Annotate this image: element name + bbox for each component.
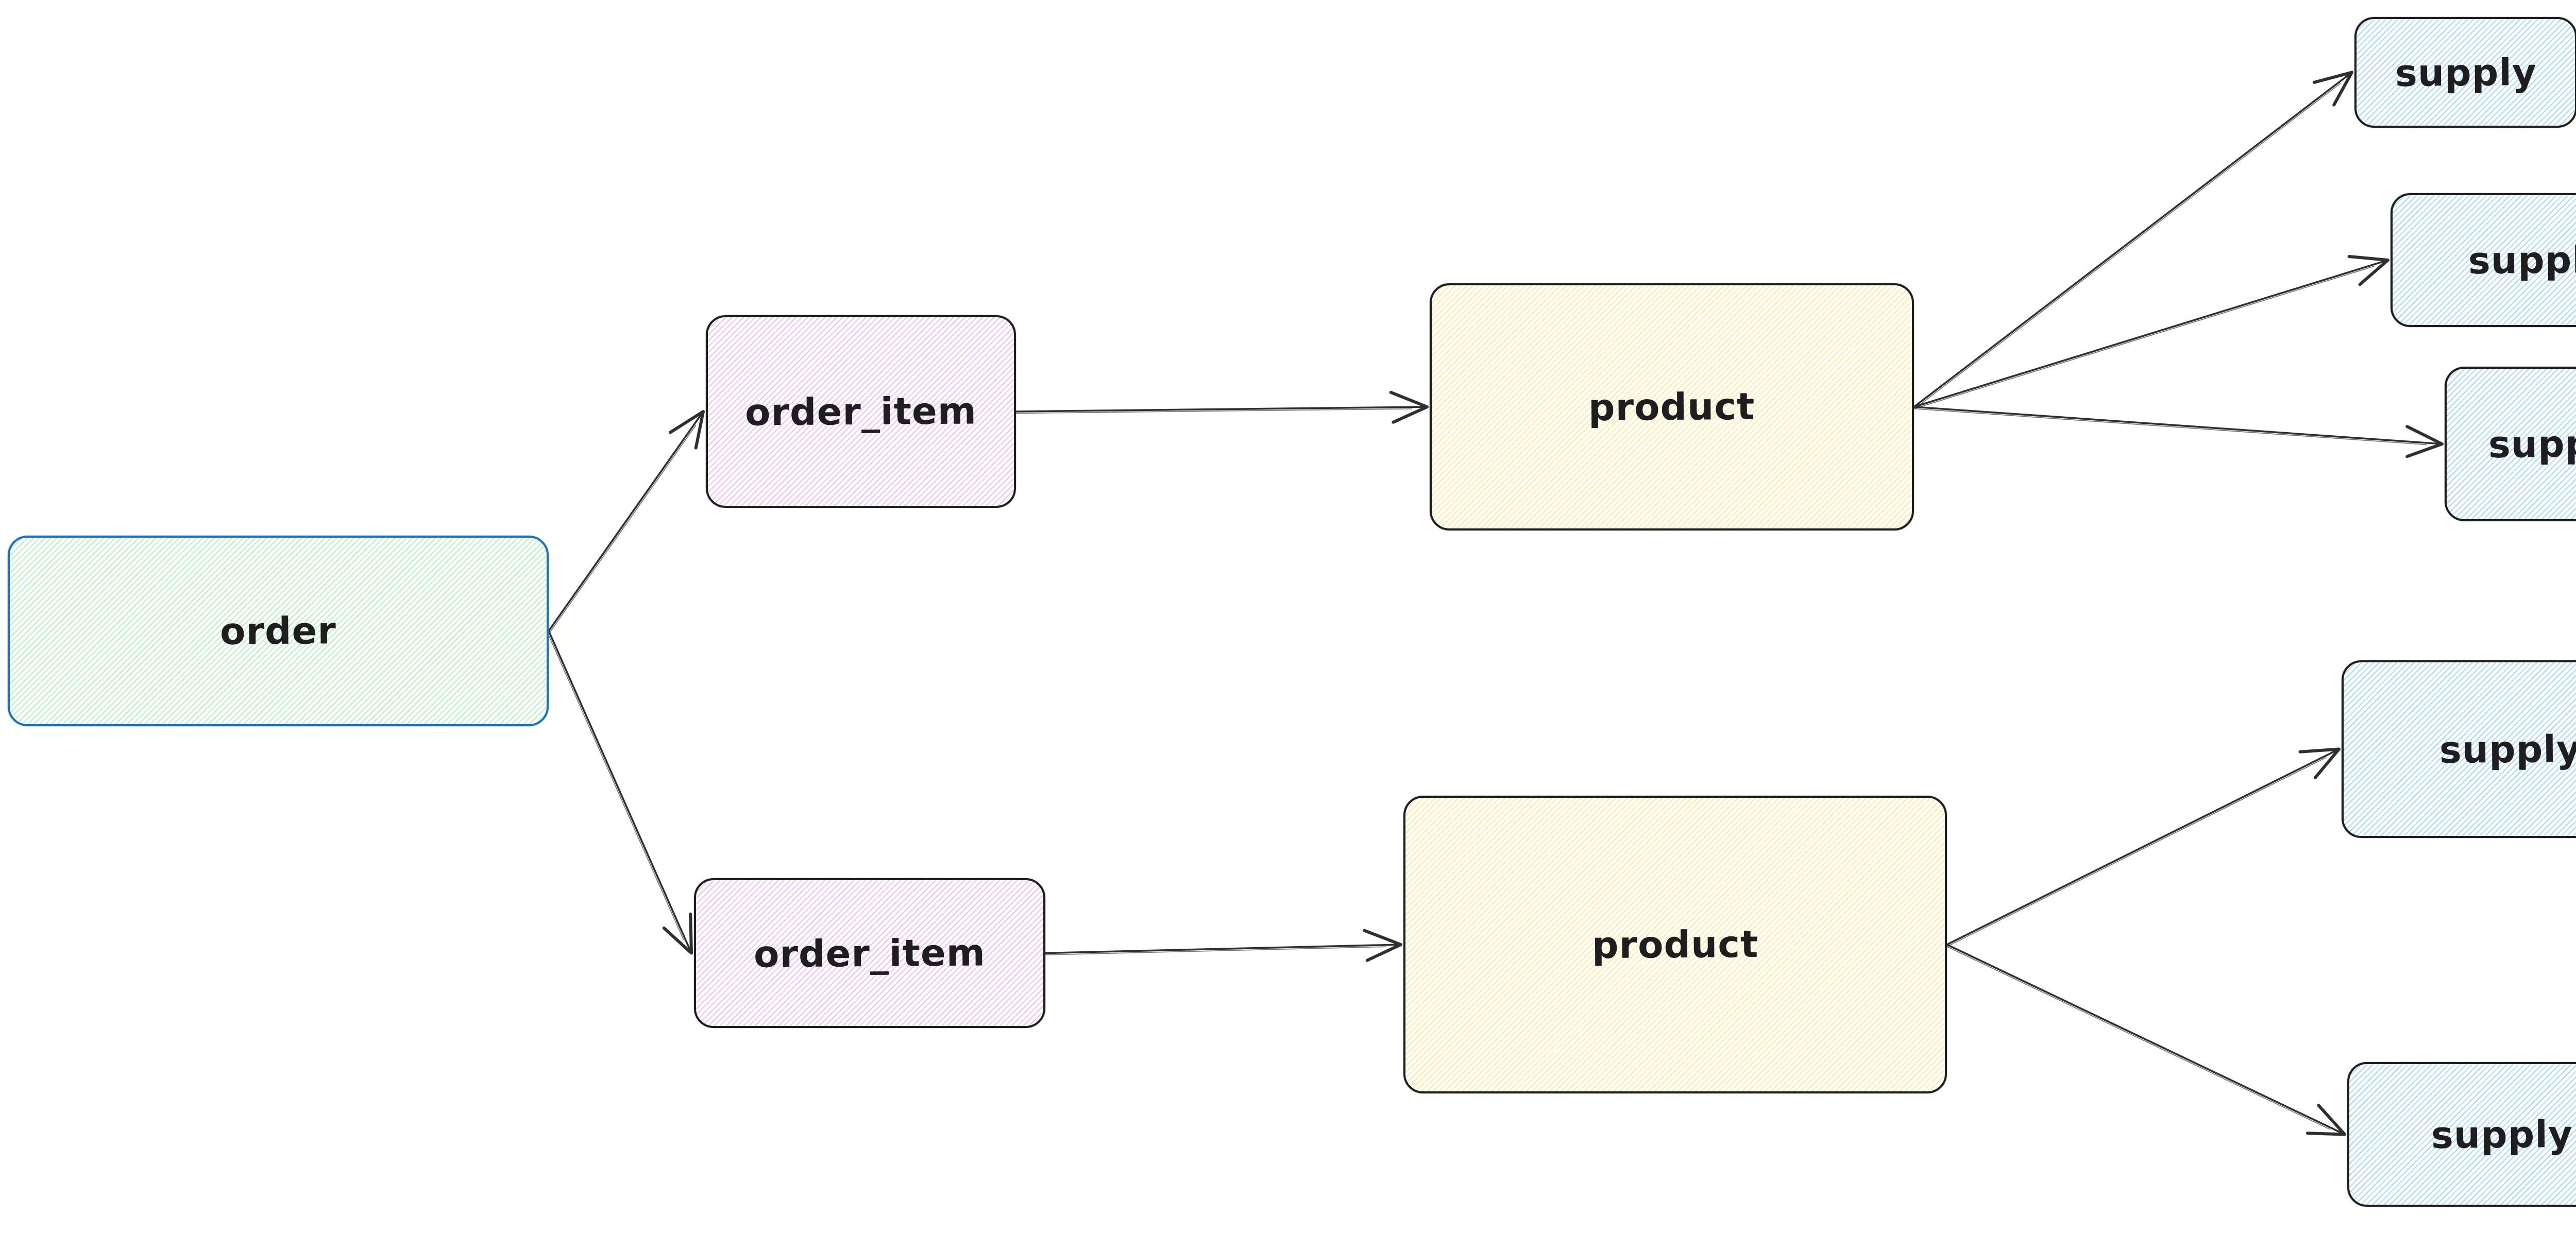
edge-product-1-to-supply-3[interactable] [1913, 406, 2444, 458]
node-product-1[interactable]: product [1430, 283, 1914, 530]
edge-order-to-order-item-2[interactable] [548, 630, 693, 955]
edge-product-2-to-supply-5[interactable] [1946, 944, 2346, 1136]
node-label-supply-5: supply [2431, 1112, 2573, 1157]
edge-sketch-order-item-1-to-product-1 [1015, 408, 1412, 414]
node-product-2[interactable]: product [1403, 796, 1947, 1093]
node-label-supply-3: supply [2488, 422, 2576, 466]
node-order-item-1[interactable]: order_item [706, 315, 1016, 508]
edge-product-1-to-supply-2[interactable] [1913, 255, 2389, 408]
node-label-supply-2: supply [2468, 238, 2576, 282]
edge-product-2-to-supply-4[interactable] [1946, 747, 2341, 946]
edge-order-to-order-item-1[interactable] [548, 410, 705, 632]
node-label-order: order [219, 609, 337, 653]
edge-sketch-product-1-to-supply-2 [1914, 266, 2375, 409]
edge-sketch-product-2-to-supply-4 [1947, 757, 2327, 947]
edge-sketch-product-2-to-supply-5 [1945, 946, 2331, 1130]
node-order-item-2[interactable]: order_item [694, 878, 1045, 1028]
edge-sketch-order-to-order-item-1 [550, 424, 697, 632]
node-label-product-1: product [1588, 384, 1755, 430]
edge-sketch-order-item-2-to-product-2 [1045, 946, 1386, 955]
node-supply-5[interactable]: supply [2347, 1062, 2576, 1207]
edge-sketch-product-1-to-supply-3 [1913, 408, 2427, 446]
node-label-order-item-2: order_item [753, 930, 986, 976]
node-label-supply-1: supply [2395, 50, 2537, 95]
node-supply-1[interactable]: supply [2354, 17, 2576, 128]
node-supply-4[interactable]: supply [2342, 660, 2576, 838]
node-label-supply-4: supply [2439, 727, 2576, 772]
edge-order-item-2-to-product-2[interactable] [1044, 929, 1402, 962]
node-label-product-2: product [1591, 922, 1759, 967]
edge-product-1-to-supply-1[interactable] [1913, 71, 2353, 408]
node-supply-2[interactable]: supply [2391, 193, 2576, 327]
node-order[interactable]: order [8, 536, 549, 726]
node-label-order-item-1: order_item [744, 389, 977, 434]
edge-sketch-product-1-to-supply-1 [1914, 82, 2342, 409]
edge-sketch-order-to-order-item-2 [546, 631, 684, 940]
node-supply-3[interactable]: supply [2445, 367, 2576, 521]
edge-order-item-1-to-product-1[interactable] [1015, 390, 1429, 424]
